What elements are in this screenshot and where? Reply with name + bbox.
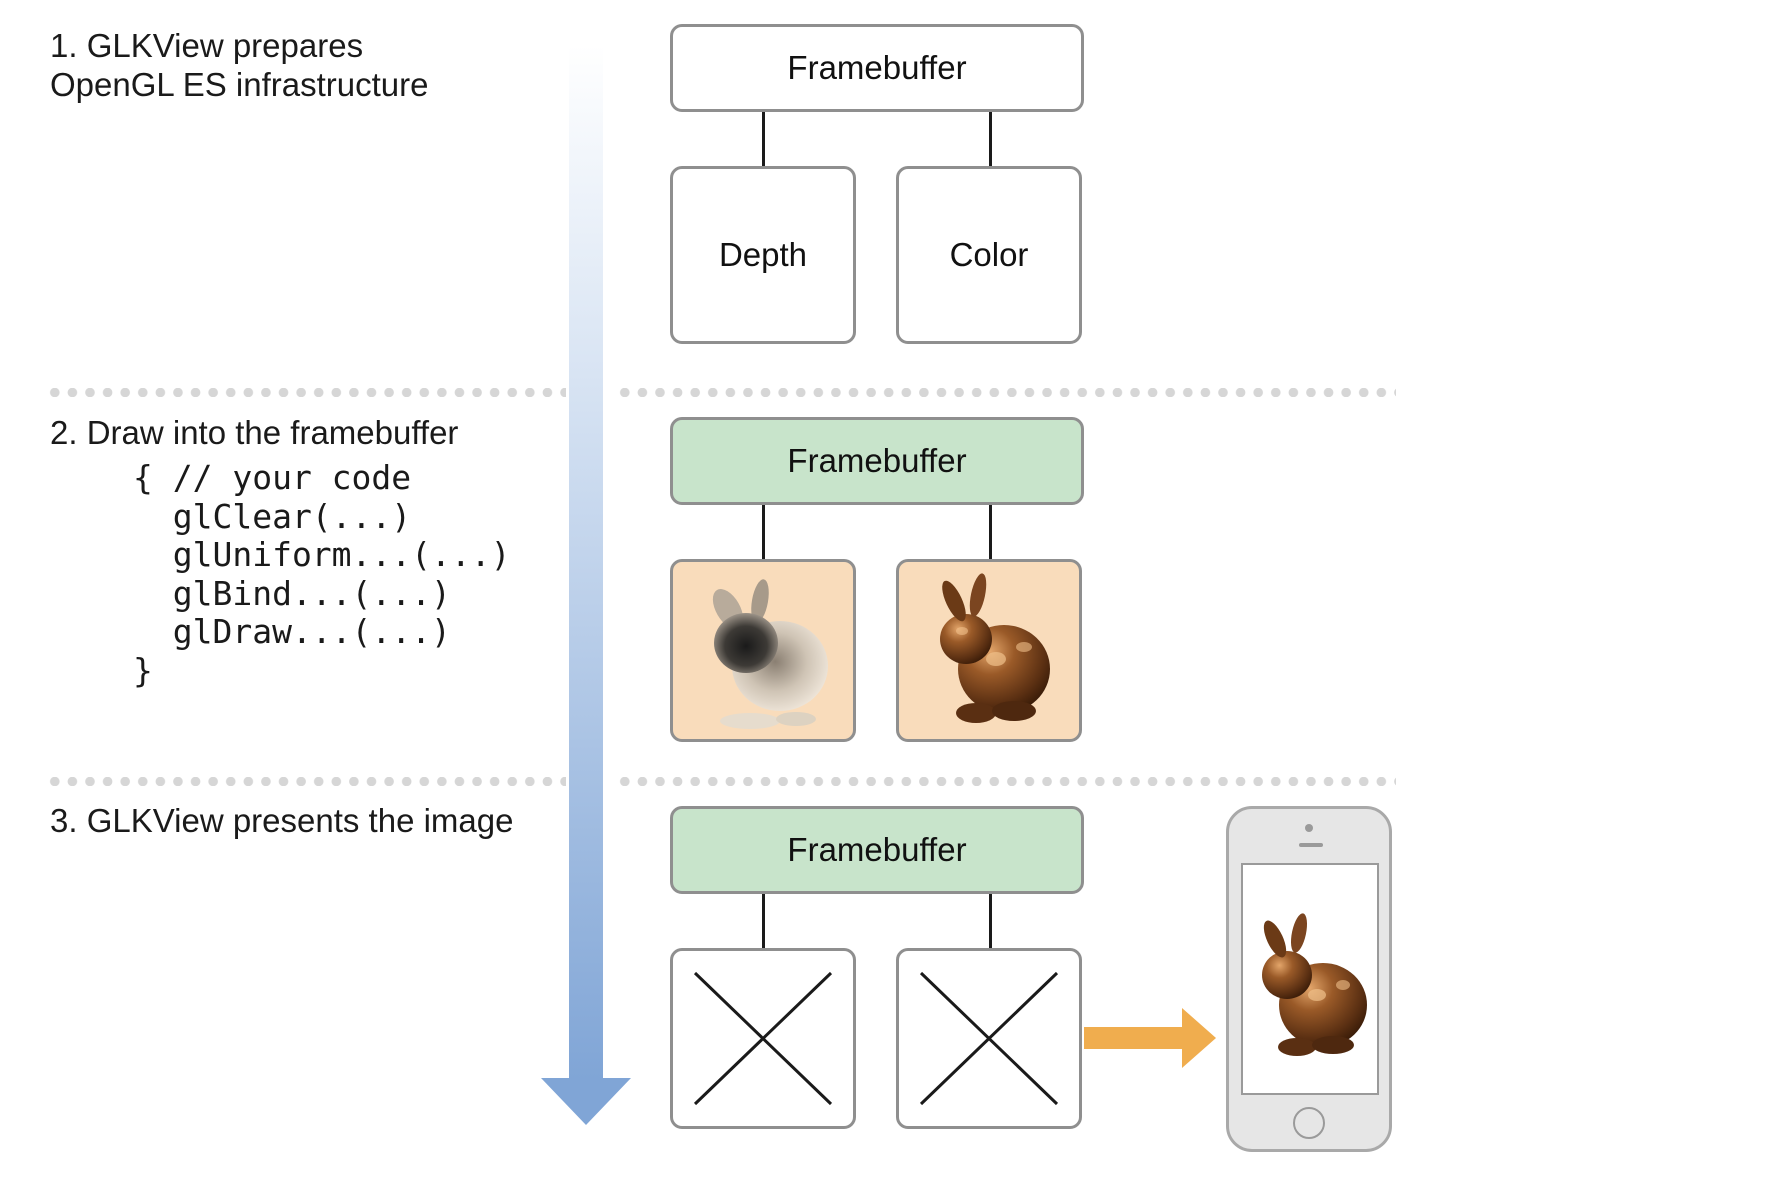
phone-speaker-icon [1299,843,1323,847]
code-snippet: { // your code glClear(...) glUniform...… [133,458,511,690]
color-label: Color [949,236,1029,273]
bunny-color-icon [940,572,1050,723]
connector-color-2 [989,505,992,559]
x-mark-icon [919,971,1059,1106]
separator-1-right [616,388,1396,397]
framebuffer-box-1: Framebuffer [670,24,1084,112]
connector-depth-3 [762,894,765,948]
phone-home-button-icon [1293,1107,1325,1139]
separator-2-left [46,777,566,786]
bunny-presented-icon [1262,913,1367,1056]
separator-1-left [46,388,566,397]
iphone-icon [1226,806,1392,1152]
color-buffer-box: Color [896,166,1082,344]
connector-depth-1 [762,112,765,166]
depth-buffer-filled [670,559,856,742]
step-2-title: 2. Draw into the framebuffer [50,414,459,451]
connector-depth-2 [762,505,765,559]
framebuffer-label: Framebuffer [787,49,967,86]
framebuffer-label: Framebuffer [787,442,967,479]
connector-color-1 [989,112,992,166]
bunny-depth-icon [712,578,828,729]
framebuffer-box-2: Framebuffer [670,417,1084,505]
phone-screen [1241,863,1379,1095]
step-1-title: 1. GLKView prepares OpenGL ES infrastruc… [50,27,429,103]
connector-color-3 [989,894,992,948]
step-3-title: 3. GLKView presents the image [50,802,514,839]
timeline-arrow-icon [541,45,631,1125]
color-buffer-filled [896,559,1082,742]
phone-camera-icon [1305,824,1313,832]
x-mark-icon [693,971,833,1106]
framebuffer-label: Framebuffer [787,831,967,868]
separator-2-right [616,777,1396,786]
depth-buffer-discarded [670,948,856,1129]
present-arrow-icon [1084,1008,1216,1068]
depth-label: Depth [718,236,808,273]
framebuffer-box-3: Framebuffer [670,806,1084,894]
depth-buffer-box: Depth [670,166,856,344]
color-buffer-discarded [896,948,1082,1129]
